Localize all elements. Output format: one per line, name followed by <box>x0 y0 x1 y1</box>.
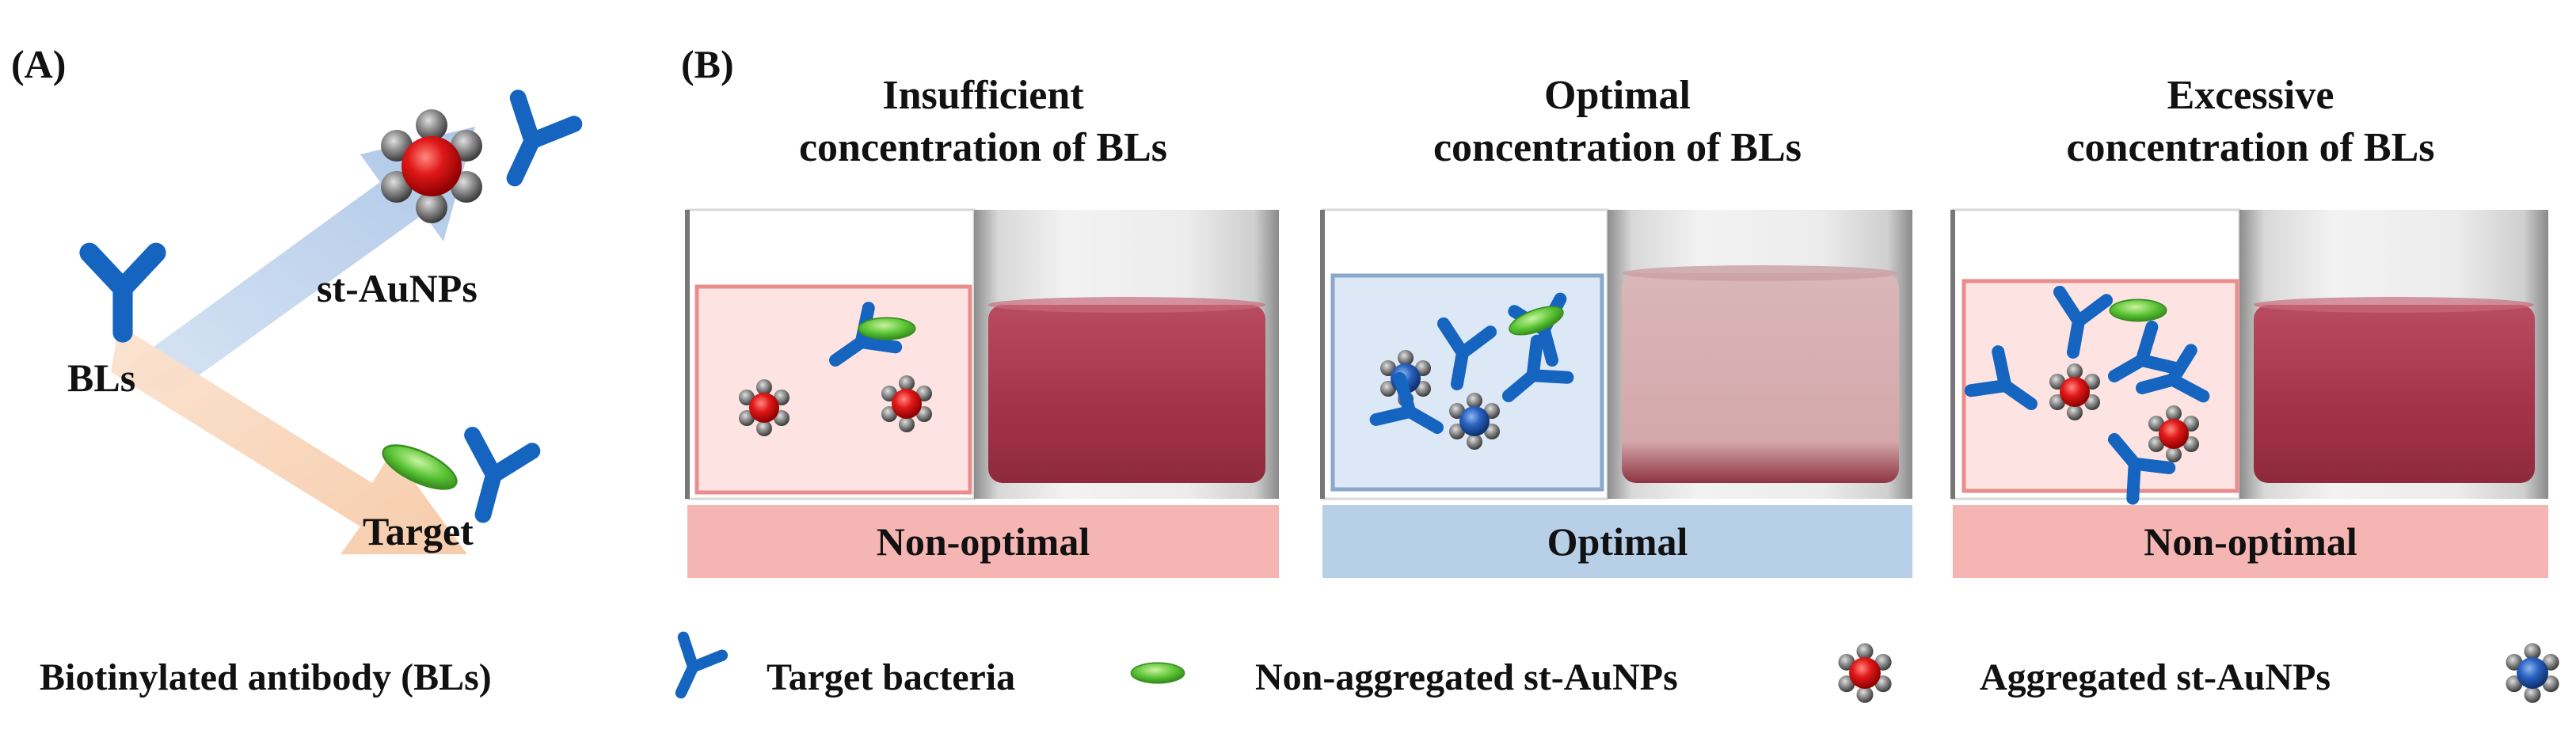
bls-label: BLs <box>67 355 136 400</box>
legend-antibody-icon <box>662 637 722 702</box>
vial-liquid-insufficient <box>988 305 1265 483</box>
auNP-antibody-icon <box>487 98 574 192</box>
legend-non-aggregated: Non-aggregated st-AuNPs <box>1255 656 1678 698</box>
legend-bacteria: Target bacteria <box>767 656 1016 698</box>
bls-antibody-icon <box>79 242 166 343</box>
title-excessive-line2: concentration of BLs <box>2066 125 2435 170</box>
title-excessive-line1: Excessive <box>2167 73 2334 118</box>
legend-bacteria-icon <box>1130 662 1185 684</box>
column-optimal-graphic <box>1320 208 1912 500</box>
status-optimal: Optimal <box>1322 505 1912 578</box>
vial-liquid-optimal <box>1622 273 1899 483</box>
legend-non-aggregated-icon <box>1838 643 1892 703</box>
panel-b-label: (B) <box>681 42 734 86</box>
column-insufficient-graphic <box>685 208 1279 500</box>
arrow-to-target <box>111 325 467 554</box>
legend-antibody: Biotinylated antibody (BLs) <box>40 656 492 698</box>
target-label: Target <box>363 509 474 553</box>
title-optimal-line2: concentration of BLs <box>1433 125 1802 170</box>
st-auNPs-label: st-AuNPs <box>317 266 478 310</box>
status-insufficient: Non-optimal <box>687 505 1279 578</box>
title-excessive: Excessive concentration of BLs <box>1953 70 2548 174</box>
title-insufficient-line1: Insufficient <box>882 73 1084 118</box>
title-optimal-line1: Optimal <box>1544 73 1691 118</box>
column-excessive-graphic <box>1950 208 2548 499</box>
status-excessive: Non-optimal <box>1953 505 2548 578</box>
title-optimal: Optimal concentration of BLs <box>1322 70 1912 174</box>
legend-aggregated: Aggregated st-AuNPs <box>1980 656 2331 698</box>
title-insufficient: Insufficient concentration of BLs <box>687 70 1279 174</box>
panel-a-label: (A) <box>11 42 67 86</box>
title-insufficient-line2: concentration of BLs <box>798 125 1168 170</box>
panel-a-graphic <box>79 98 574 554</box>
legend-aggregated-icon <box>2506 643 2559 703</box>
vial-liquid-excessive <box>2254 305 2535 483</box>
